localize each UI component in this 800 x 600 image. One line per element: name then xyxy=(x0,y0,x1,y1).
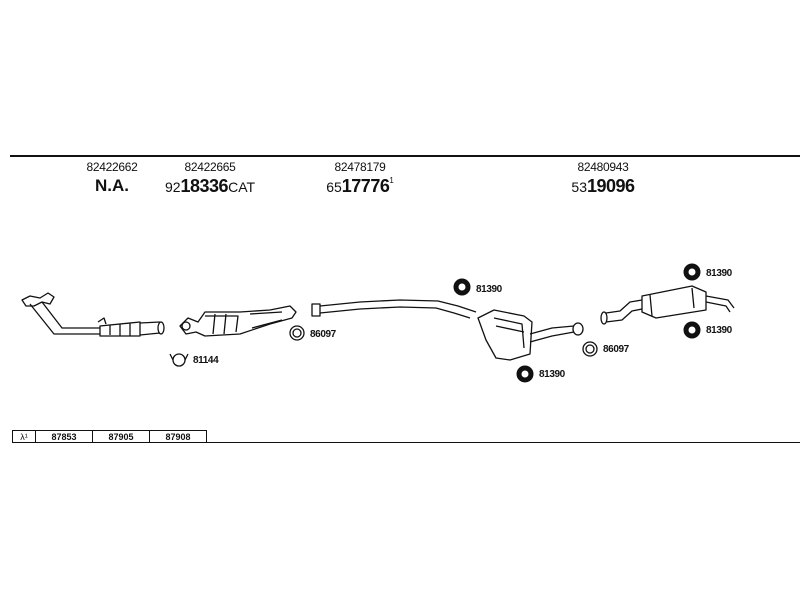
lambda-sensor-table: λ¹ 87853 87905 87908 xyxy=(12,430,207,443)
label-mount-81390: 81390 xyxy=(476,284,502,295)
label-gasket-86097: 86097 xyxy=(310,329,336,340)
lambda-part-number: 87905 xyxy=(92,430,150,443)
oem-number: 82422665 xyxy=(184,160,236,174)
part-group-front-pipe: 82422662 N.A. xyxy=(72,160,152,196)
label-gasket-86097: 86097 xyxy=(603,344,629,355)
rubber-mount-rear-bottom-drawing xyxy=(683,321,701,339)
lambda-part-number: 87908 xyxy=(149,430,207,443)
label-mount-81390: 81390 xyxy=(539,369,565,380)
part-number-prefix: 92 xyxy=(164,179,181,195)
part-number-main: 17776 xyxy=(341,176,390,196)
part-number: 65177761 xyxy=(300,176,420,197)
front-pipe-drawing xyxy=(21,292,165,337)
rear-silencer-drawing xyxy=(600,285,735,325)
lambda-part-number: 87853 xyxy=(35,430,93,443)
footer-divider-line xyxy=(200,442,800,443)
part-number: 5319096 xyxy=(548,176,658,197)
label-mount-81390: 81390 xyxy=(706,268,732,279)
oem-number: 82480943 xyxy=(577,160,629,174)
part-number-main: 18336 xyxy=(180,176,229,196)
part-number-main: 19096 xyxy=(587,176,635,196)
rubber-mount-center-bottom-drawing xyxy=(516,365,534,383)
gasket-86097-front-drawing xyxy=(289,325,305,341)
oem-number: 82422662 xyxy=(86,160,138,174)
oem-number: 82478179 xyxy=(334,160,386,174)
gasket-86097-center-drawing xyxy=(582,341,598,357)
catalytic-converter-drawing xyxy=(179,305,297,337)
part-group-center-pipe: 82478179 65177761 xyxy=(300,160,420,197)
part-number-prefix: 65 xyxy=(326,179,342,195)
footnote-marker: 1 xyxy=(389,176,394,185)
part-group-rear-silencer: 82480943 5319096 xyxy=(548,160,658,197)
label-mount-81390: 81390 xyxy=(706,325,732,336)
part-number: 9218336CAT xyxy=(150,176,270,197)
label-clamp-81144: 81144 xyxy=(193,355,219,366)
part-group-catalytic-converter: 82422665 9218336CAT xyxy=(150,160,270,197)
header-divider-line xyxy=(10,155,800,157)
part-number-prefix: 53 xyxy=(571,179,587,195)
rubber-mount-rear-top-drawing xyxy=(683,263,701,281)
lambda-symbol: λ¹ xyxy=(12,430,36,443)
part-number-suffix: CAT xyxy=(228,179,256,195)
part-number-not-available: N.A. xyxy=(95,176,129,195)
center-pipe-drawing xyxy=(311,299,584,361)
clamp-81144-drawing xyxy=(169,353,189,367)
rubber-mount-center-top-drawing xyxy=(453,278,471,296)
